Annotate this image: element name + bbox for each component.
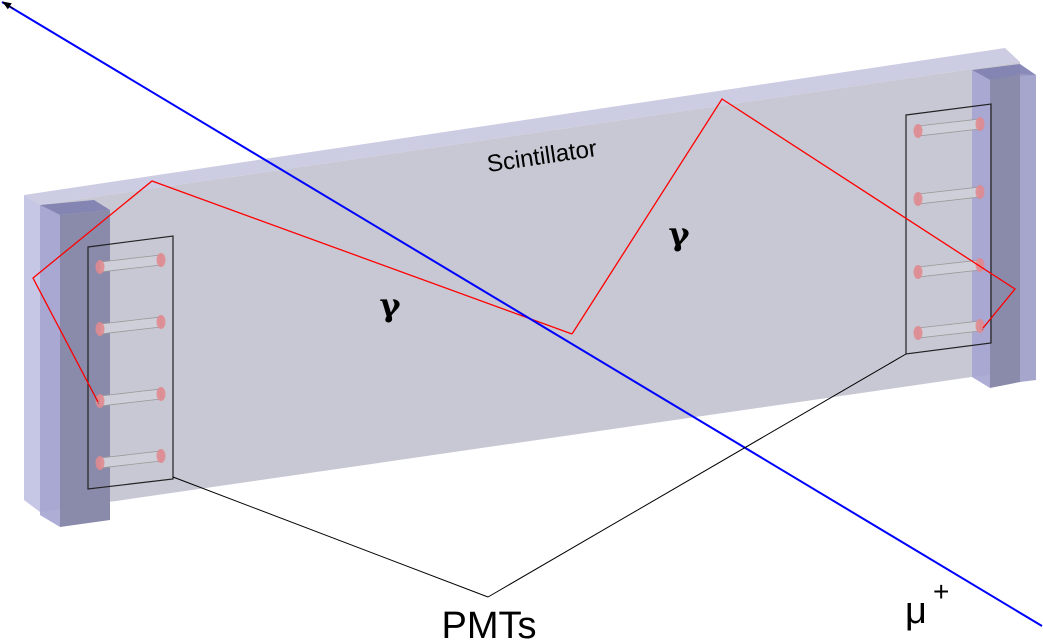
photon-path-right (571, 98, 1016, 335)
pmt-tube (95, 253, 166, 274)
right-light-guide (972, 64, 1036, 388)
pmt-cap (913, 192, 923, 206)
right-pmt-frame (905, 103, 992, 355)
leader-line-left (172, 476, 489, 598)
pmt-cap (913, 124, 923, 138)
pmt-cap (913, 326, 923, 340)
pmt-leader-lines (172, 353, 907, 598)
right-guide-front (990, 74, 1020, 388)
pmt-cap (913, 265, 923, 279)
pmt-cap (975, 319, 985, 333)
pmt-cap (95, 322, 105, 336)
pmt-cap (156, 387, 166, 401)
pmts-label: PMTs (442, 605, 537, 642)
pmt-cap (156, 253, 166, 267)
left-pmt-frame (87, 235, 174, 490)
slab-front-face (40, 62, 1020, 512)
pmt-cap (95, 456, 105, 470)
right-guide-side (972, 70, 990, 388)
muon-track (1, 1, 1043, 627)
right-pmt-array (905, 103, 992, 355)
pmt-cap (975, 117, 985, 131)
photon-arrow-right (981, 313, 996, 331)
left-pmt-array (87, 235, 174, 490)
pmt-cap (156, 449, 166, 463)
muon-label: μ + (905, 576, 949, 632)
muon-symbol: μ (905, 590, 927, 632)
pmt-tube (95, 315, 166, 336)
left-guide-top (40, 200, 110, 215)
pmt-tube (913, 185, 985, 206)
photon-arrow-left (89, 385, 100, 405)
pmt-cap (95, 394, 105, 408)
gamma-label-right: γ (668, 215, 690, 253)
pmt-cap (156, 315, 166, 329)
pmt-cap (975, 185, 985, 199)
photon-arrowheads (89, 313, 996, 405)
gamma-label-left: γ (379, 286, 401, 324)
pmt-tube (913, 117, 985, 138)
photon-path-left (32, 180, 573, 403)
left-guide-side (40, 205, 60, 527)
pmt-tube (95, 387, 166, 408)
pmt-tube (95, 449, 166, 470)
left-light-guide (40, 200, 110, 527)
slab-left-end (24, 195, 40, 512)
muon-charge: + (933, 576, 949, 607)
muon-track-arrowhead (2, 1, 15, 10)
left-guide-front (60, 210, 110, 527)
photon-paths (32, 98, 1016, 403)
pmt-cap (95, 260, 105, 274)
leader-line-right (487, 353, 907, 598)
right-guide-end (1020, 74, 1036, 382)
pmt-tube (913, 258, 985, 279)
